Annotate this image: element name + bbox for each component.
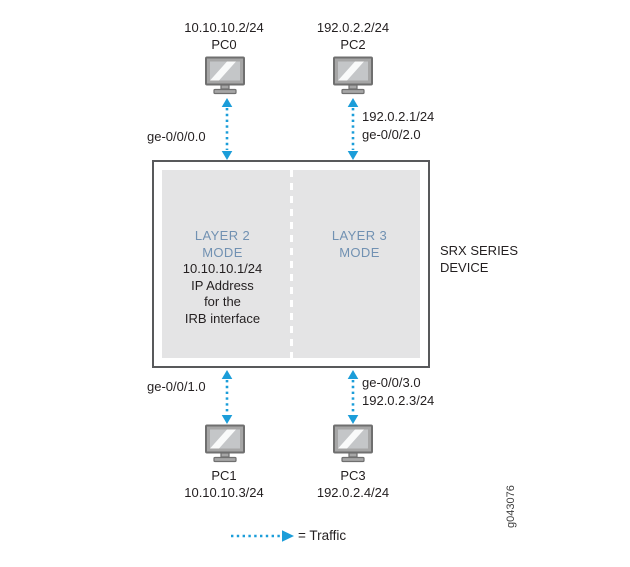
layer3-mode-zone: LAYER 3 MODE <box>291 228 428 261</box>
layer2-title-line2: MODE <box>202 244 243 260</box>
irb-ip-label: 10.10.10.1/24 <box>182 261 263 276</box>
traffic-arrow-top-right <box>347 98 359 160</box>
pc0-name-label: PC0 <box>211 37 237 52</box>
pc2-ip-label: 192.0.2.2/24 <box>316 20 390 35</box>
pc0-monitor-icon <box>205 56 245 95</box>
interface-label-bottom-left: ge-0/0/1.0 <box>147 379 206 394</box>
layer3-title-line2: MODE <box>339 244 380 260</box>
legend-label: = Traffic <box>298 528 347 543</box>
traffic-arrow-top-left <box>221 98 233 160</box>
device-label-line2: DEVICE <box>440 260 489 275</box>
pc3-name-label: PC3 <box>340 468 366 483</box>
pc1-monitor-icon <box>205 424 245 463</box>
pc2-monitor-icon <box>333 56 373 95</box>
pc1-name-label: PC1 <box>211 468 237 483</box>
irb-desc-line2: for the <box>204 294 241 309</box>
ip-label-top-right: 192.0.2.1/24 <box>362 109 435 124</box>
mode-divider-dashed-line <box>289 170 293 358</box>
interface-label-top-right: ge-0/0/2.0 <box>362 127 421 142</box>
irb-desc-line1: IP Address <box>191 277 254 293</box>
device-label-line1: SRX SERIES <box>440 243 519 258</box>
legend-traffic-arrow-icon <box>231 530 294 542</box>
ip-label-bottom-right: 192.0.2.3/24 <box>362 393 435 408</box>
interface-label-bottom-right: ge-0/0/3.0 <box>362 375 421 390</box>
pc1-ip-label: 10.10.10.3/24 <box>184 485 264 500</box>
pc3-ip-label: 192.0.2.4/24 <box>316 485 390 500</box>
device-label: SRX SERIES DEVICE <box>440 242 518 276</box>
srx-device-box: LAYER 2 MODE 10.10.10.1/24 IP Address fo… <box>152 160 430 368</box>
interface-label-top-left: ge-0/0/0.0 <box>147 129 206 144</box>
figure-id-label: g043076 <box>505 485 517 528</box>
device-interior <box>162 170 420 358</box>
layer3-title-line1: LAYER 3 <box>331 228 388 243</box>
traffic-arrow-bottom-left <box>221 370 233 424</box>
irb-desc-line3: IRB interface <box>184 310 261 326</box>
layer2-title-line1: LAYER 2 <box>194 228 251 243</box>
traffic-arrow-bottom-right <box>347 370 359 424</box>
pc0-ip-label: 10.10.10.2/24 <box>184 20 264 35</box>
pc3-monitor-icon <box>333 424 373 463</box>
layer2-mode-zone: LAYER 2 MODE 10.10.10.1/24 IP Address fo… <box>154 228 291 327</box>
pc2-name-label: PC2 <box>340 37 366 52</box>
